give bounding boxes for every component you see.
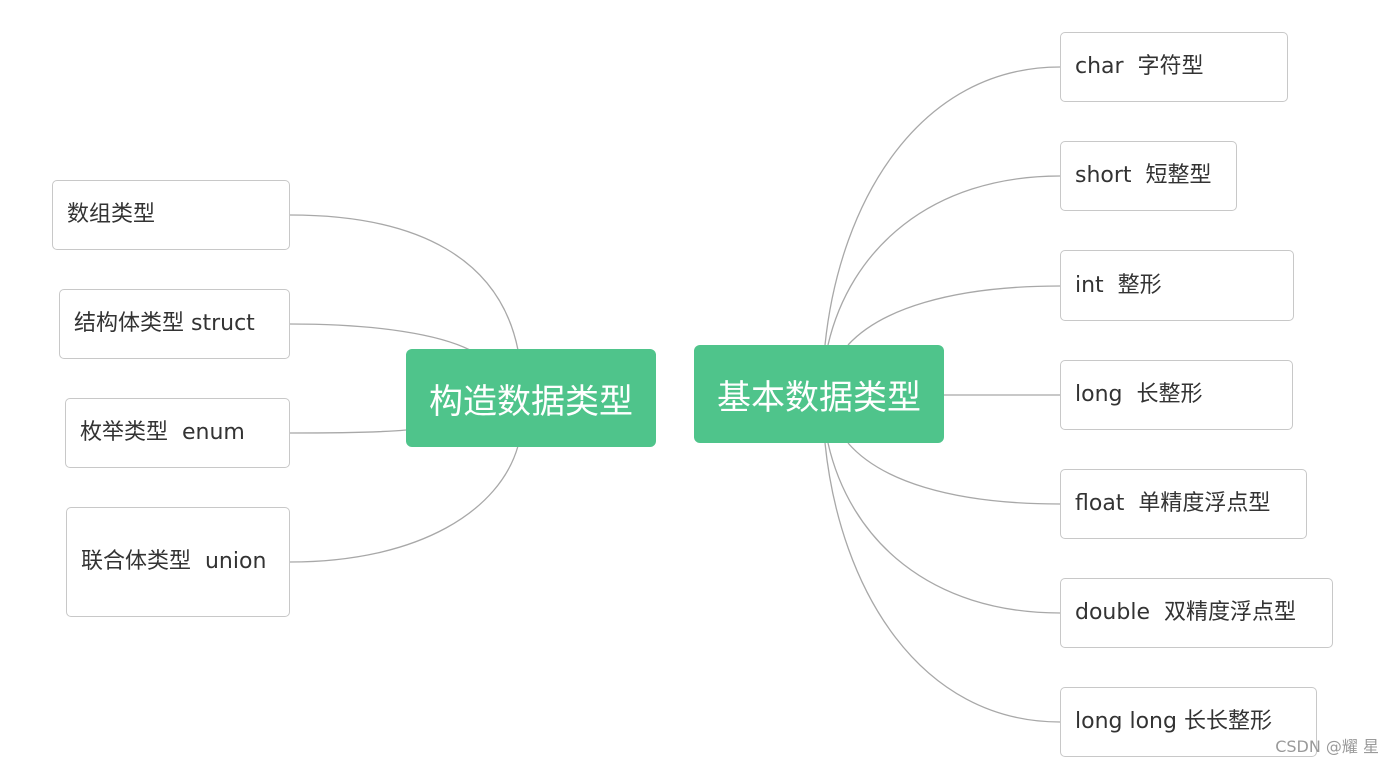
root-label: 基本数据类型 — [717, 377, 921, 418]
node-label: long 长整形 — [1075, 382, 1203, 407]
root-composite-types[interactable]: 构造数据类型 — [406, 349, 656, 447]
node-label: 联合体类型 union — [81, 549, 267, 574]
node-label: long long 长长整形 — [1075, 709, 1272, 734]
node-float[interactable]: float 单精度浮点型 — [1060, 469, 1307, 539]
node-label: 数组类型 — [67, 202, 156, 227]
connector — [289, 445, 519, 563]
node-label: int 整形 — [1075, 272, 1162, 298]
node-label: float 单精度浮点型 — [1075, 491, 1271, 516]
node-long-long[interactable]: long long 长长整形 — [1060, 687, 1317, 757]
node-char[interactable]: char 字符型 — [1060, 32, 1288, 102]
node-label: short 短整型 — [1075, 163, 1212, 188]
connector — [847, 442, 1061, 505]
connector — [827, 175, 1061, 346]
connector — [289, 214, 519, 351]
watermark: CSDN @耀 星 — [1275, 737, 1379, 756]
node-short[interactable]: short 短整型 — [1060, 141, 1237, 211]
node-array-type[interactable]: 数组类型 — [52, 180, 290, 250]
root-label: 构造数据类型 — [429, 381, 633, 422]
connector — [824, 66, 1061, 346]
connector — [827, 442, 1061, 614]
node-label: 枚举类型 enum — [80, 420, 245, 445]
connector — [824, 442, 1061, 723]
connector — [289, 323, 471, 351]
node-union-type[interactable]: 联合体类型 union — [66, 507, 290, 617]
node-label: double 双精度浮点型 — [1075, 600, 1296, 625]
connector — [847, 285, 1061, 346]
node-double[interactable]: double 双精度浮点型 — [1060, 578, 1333, 648]
node-struct-type[interactable]: 结构体类型 struct — [59, 289, 290, 359]
node-enum-type[interactable]: 枚举类型 enum — [65, 398, 290, 468]
connector — [289, 429, 407, 434]
node-int[interactable]: int 整形 — [1060, 250, 1294, 321]
root-basic-types[interactable]: 基本数据类型 — [694, 345, 944, 443]
node-label: char 字符型 — [1075, 54, 1204, 79]
node-label: 结构体类型 struct — [74, 311, 255, 336]
node-long[interactable]: long 长整形 — [1060, 360, 1293, 430]
